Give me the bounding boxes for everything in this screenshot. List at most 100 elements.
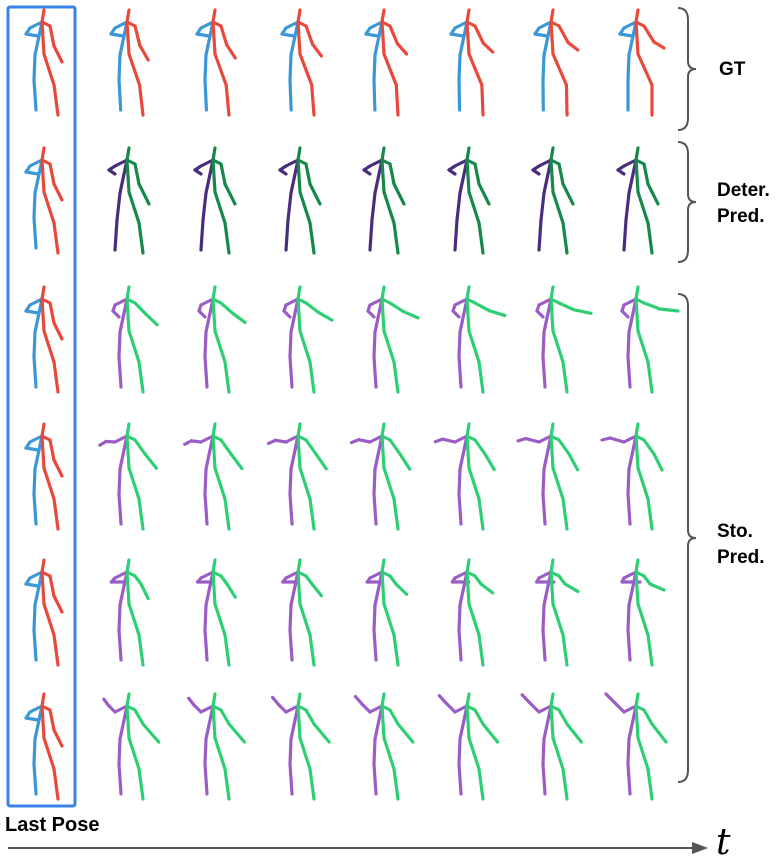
limb — [516, 436, 528, 443]
limb — [380, 297, 386, 333]
limb — [32, 78, 38, 112]
limb — [117, 355, 123, 389]
pose-r1-c5 — [364, 8, 409, 117]
pose-r4-c5 — [349, 422, 412, 531]
limb — [457, 330, 462, 359]
limb — [537, 218, 543, 252]
limb — [314, 452, 328, 471]
limb — [658, 307, 680, 313]
limb — [203, 467, 208, 496]
limb — [225, 43, 237, 60]
limb — [298, 602, 312, 637]
limb — [276, 702, 288, 714]
limb — [40, 285, 46, 301]
limb — [561, 360, 569, 394]
limb — [199, 704, 215, 714]
limb — [453, 297, 469, 307]
limb — [115, 191, 122, 222]
limb — [541, 762, 547, 796]
limb — [447, 168, 457, 176]
limb — [557, 162, 565, 186]
limb — [310, 83, 316, 117]
limb — [288, 603, 293, 632]
limb — [541, 53, 546, 82]
limb — [453, 704, 469, 714]
limb — [642, 708, 654, 726]
limb — [227, 722, 247, 744]
limb — [113, 158, 129, 168]
pose-r4-c3 — [183, 422, 244, 531]
limb — [203, 78, 209, 112]
limb — [634, 20, 640, 56]
limb — [368, 704, 384, 714]
limb — [368, 297, 384, 307]
limb — [32, 355, 38, 389]
limb — [52, 767, 60, 801]
limb — [533, 32, 549, 38]
limb — [650, 722, 668, 744]
sto-pred-label: Sto. Pred. — [717, 519, 765, 571]
limb — [266, 438, 278, 446]
limb — [636, 329, 650, 364]
limb — [117, 762, 123, 796]
limb — [219, 162, 227, 186]
limb — [457, 53, 462, 82]
pose-r5-c2 — [109, 558, 150, 667]
limb — [394, 582, 409, 596]
limb — [225, 582, 237, 599]
limb — [600, 436, 612, 442]
limb — [211, 8, 217, 24]
limb — [113, 20, 129, 30]
limb — [296, 158, 302, 194]
limb — [144, 312, 159, 327]
limb — [137, 83, 145, 117]
limb — [368, 218, 374, 252]
limb — [199, 434, 215, 444]
limb — [646, 633, 654, 667]
limb — [48, 438, 56, 462]
pose-r6-c5 — [353, 692, 415, 801]
limb — [211, 285, 217, 301]
pose-r5-c3 — [195, 558, 237, 667]
limb — [304, 438, 318, 456]
limb — [286, 191, 293, 222]
pose-r4-c8 — [600, 422, 664, 531]
limb — [626, 53, 631, 82]
limb — [296, 422, 302, 438]
limb — [622, 20, 638, 30]
limb — [467, 52, 484, 87]
time-arrow — [8, 842, 708, 854]
limb — [270, 695, 280, 706]
limb — [203, 737, 208, 766]
limb — [125, 558, 131, 574]
limb — [541, 628, 547, 662]
limb — [453, 158, 469, 168]
limb — [137, 633, 145, 667]
limb — [52, 633, 60, 667]
limb — [549, 570, 555, 606]
limb — [312, 722, 331, 744]
limb — [223, 360, 231, 394]
limb — [473, 708, 485, 726]
limb — [449, 32, 465, 38]
limb — [392, 767, 400, 801]
limb — [288, 355, 294, 389]
limb — [634, 692, 640, 708]
limb — [626, 737, 631, 766]
limb — [304, 162, 312, 186]
limb — [549, 20, 555, 56]
limb — [634, 158, 640, 194]
limb — [219, 438, 233, 456]
limb — [187, 696, 196, 707]
sto-label-line-2: Pred. — [717, 547, 765, 568]
limb — [125, 8, 131, 24]
limb — [42, 52, 56, 87]
limb — [520, 693, 532, 705]
limb — [372, 737, 377, 766]
limb — [111, 309, 121, 319]
limb — [102, 697, 111, 708]
limb — [465, 570, 471, 606]
limb — [40, 422, 46, 438]
limb — [125, 158, 131, 194]
limb — [561, 767, 569, 801]
